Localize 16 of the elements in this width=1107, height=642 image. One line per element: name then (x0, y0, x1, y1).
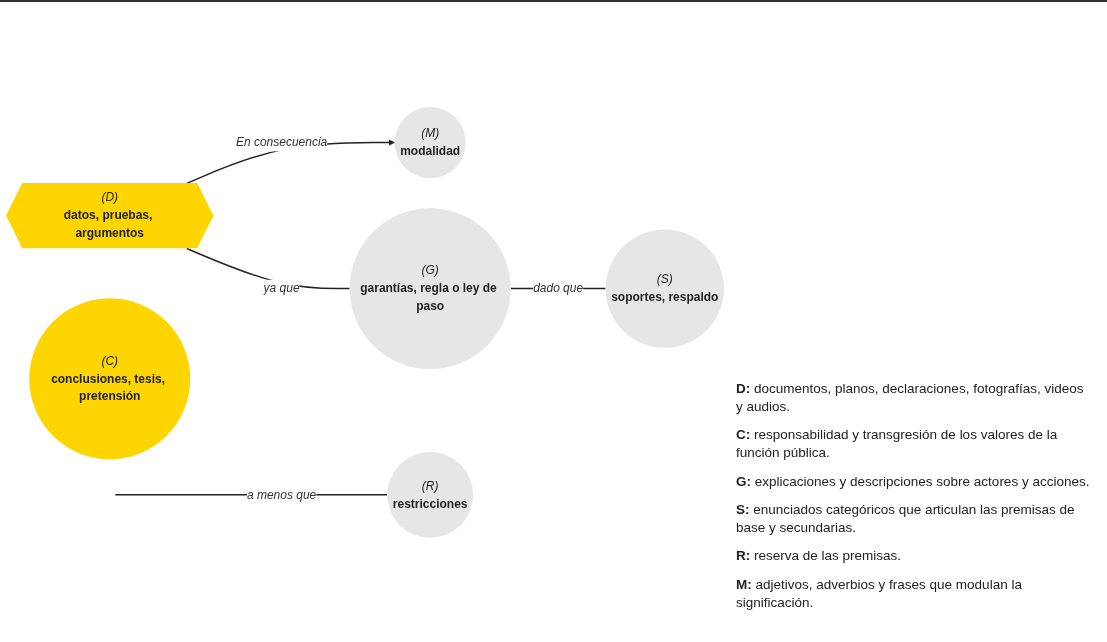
node-circle: (G) garantías, regla o ley de paso (349, 207, 511, 369)
node-circle: (R) restricciones (387, 451, 474, 538)
node-box: (D) datos, pruebas, argumentos (6, 182, 214, 248)
edge-label: a menos que (246, 487, 317, 501)
edge-label: dado que (533, 281, 584, 295)
node-circle: (S) soportes, respaldo (605, 229, 724, 348)
note-text: R: reserva de las premisas. (736, 547, 903, 566)
edge-label: En consecuencia (235, 135, 328, 149)
note-text: G: explicaciones y descripciones sobre actores y acciones. (736, 472, 1091, 491)
note-text: D: documentos, planos, declaraciones, fotografías, videos y audios. (736, 379, 1085, 417)
note-text: C: responsabilidad y transgresión de los valores de la función pública. (736, 426, 1059, 463)
note-text: S: enunciados categóricos que articulan las premisas de base y secundarias. (736, 500, 1076, 538)
node-circle: (M) modalidad (394, 106, 466, 178)
note-text: M: adjetivos, adverbios y frases que modulan la significación. (736, 575, 1023, 612)
node-circle: (C) conclusiones, tesis, pretensión (29, 297, 191, 459)
edge-label: ya que (263, 281, 300, 295)
